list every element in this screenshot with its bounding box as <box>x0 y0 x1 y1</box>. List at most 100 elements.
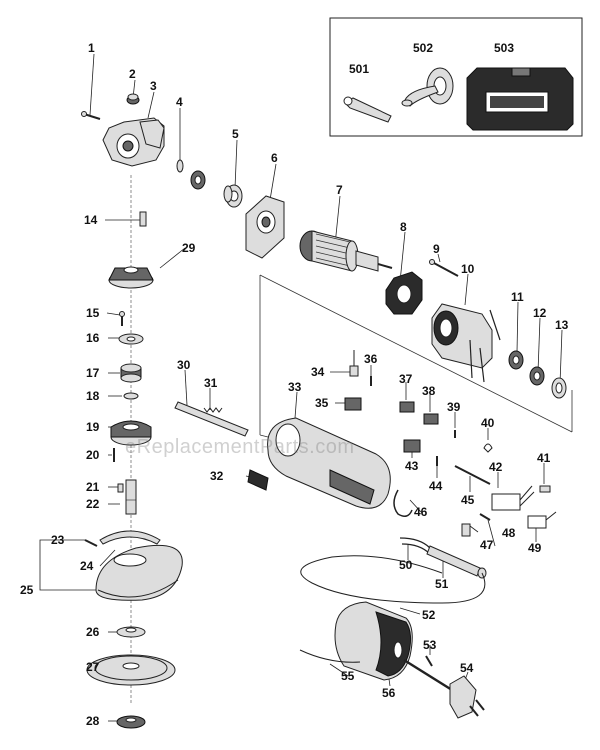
part-50-wire-set <box>399 537 431 555</box>
part-6-bearing-plate <box>245 195 285 259</box>
part-34-carbon-brush <box>349 350 359 377</box>
part-25-wheel-guard <box>95 544 183 601</box>
label-37: 37 <box>399 372 413 386</box>
part-55-cable-guard <box>299 649 361 663</box>
label-46: 46 <box>414 505 428 519</box>
part-33-motor-housing <box>267 417 391 509</box>
label-35: 35 <box>315 396 329 410</box>
label-56: 56 <box>382 686 396 700</box>
part-53-screw <box>425 655 433 667</box>
label-50: 50 <box>399 558 413 572</box>
part-14-pin <box>139 211 147 227</box>
label-32: 32 <box>210 469 224 483</box>
label-26: 26 <box>86 625 100 639</box>
part-51-cable-sleeve <box>426 545 487 579</box>
part-41-connector <box>539 485 551 493</box>
part-2-nut <box>126 93 140 105</box>
label-27: 27 <box>86 660 100 674</box>
label-503: 503 <box>494 41 515 55</box>
part-37-terminal <box>399 401 415 413</box>
label-33: 33 <box>288 380 302 394</box>
label-45: 45 <box>461 493 475 507</box>
label-1: 1 <box>88 41 95 55</box>
label-47: 47 <box>480 538 494 552</box>
part-40-clip <box>483 443 493 453</box>
label-5: 5 <box>232 127 239 141</box>
label-501: 501 <box>349 62 370 76</box>
label-31: 31 <box>204 376 218 390</box>
part-5-bearing <box>223 184 243 208</box>
label-25: 25 <box>20 583 34 597</box>
part-42-capacitor <box>491 485 535 511</box>
label-7: 7 <box>336 183 343 197</box>
part-1-screw <box>81 111 101 120</box>
label-29: 29 <box>182 241 196 255</box>
part-32-switch-button <box>247 469 269 491</box>
label-55: 55 <box>341 669 355 683</box>
part-30-switch-rod <box>174 401 249 437</box>
part-43-switch <box>403 439 421 453</box>
part-31-spring <box>203 407 223 413</box>
part-13-ring <box>551 377 567 399</box>
label-39: 39 <box>447 400 461 414</box>
label-38: 38 <box>422 384 436 398</box>
label-42: 42 <box>489 460 503 474</box>
part-47-cable-holder <box>461 523 471 537</box>
label-30: 30 <box>177 358 191 372</box>
part-54-power-plug <box>403 658 485 719</box>
label-44: 44 <box>429 479 443 493</box>
label-23: 23 <box>51 533 65 547</box>
part-24-clamp <box>99 530 161 545</box>
label-17: 17 <box>86 366 100 380</box>
part-21-key <box>117 483 124 493</box>
accessory-inset-box <box>329 17 583 137</box>
part-503-carry-case <box>466 67 574 131</box>
part-16-washer <box>118 333 144 345</box>
label-54: 54 <box>460 661 474 675</box>
part-9-screw <box>429 259 459 277</box>
part-8-fan-baffle <box>385 271 423 315</box>
label-22: 22 <box>86 497 100 511</box>
part-27-grinding-wheel <box>86 654 176 686</box>
part-46-cable-clamp <box>393 489 413 517</box>
label-36: 36 <box>364 352 378 366</box>
label-24: 24 <box>80 559 94 573</box>
label-6: 6 <box>271 151 278 165</box>
label-51: 51 <box>435 577 449 591</box>
part-pinion <box>190 170 206 190</box>
label-52: 52 <box>422 608 436 622</box>
label-43: 43 <box>405 459 419 473</box>
part-28-outer-flange <box>116 715 146 729</box>
part-56-rear-housing <box>334 601 413 681</box>
part-29-bevel-gear <box>108 266 154 289</box>
label-49: 49 <box>528 541 542 555</box>
part-45-wire-lead <box>454 465 491 485</box>
label-10: 10 <box>461 262 475 276</box>
part-4-washer <box>176 159 184 173</box>
label-3: 3 <box>150 79 157 93</box>
label-28: 28 <box>86 714 100 728</box>
part-11-bearing <box>508 350 524 370</box>
label-53: 53 <box>423 638 437 652</box>
label-12: 12 <box>533 306 547 320</box>
label-18: 18 <box>86 389 100 403</box>
label-34: 34 <box>311 365 325 379</box>
watermark: eReplacementParts.com <box>125 436 355 458</box>
label-40: 40 <box>481 416 495 430</box>
part-38-terminal <box>423 413 439 425</box>
part-48-screw <box>479 513 491 521</box>
label-502: 502 <box>413 41 434 55</box>
part-19-bearing-cover <box>110 420 152 446</box>
part-502-side-handle <box>401 67 454 107</box>
part-18-ring <box>123 392 139 400</box>
part-52-power-cable <box>300 555 486 604</box>
label-15: 15 <box>86 306 100 320</box>
label-2: 2 <box>129 67 136 81</box>
part-12-bearing <box>529 366 545 386</box>
part-26-inner-flange <box>116 626 146 638</box>
part-23-screw <box>84 539 98 547</box>
part-501-wrench <box>343 96 392 123</box>
label-4: 4 <box>176 95 183 109</box>
